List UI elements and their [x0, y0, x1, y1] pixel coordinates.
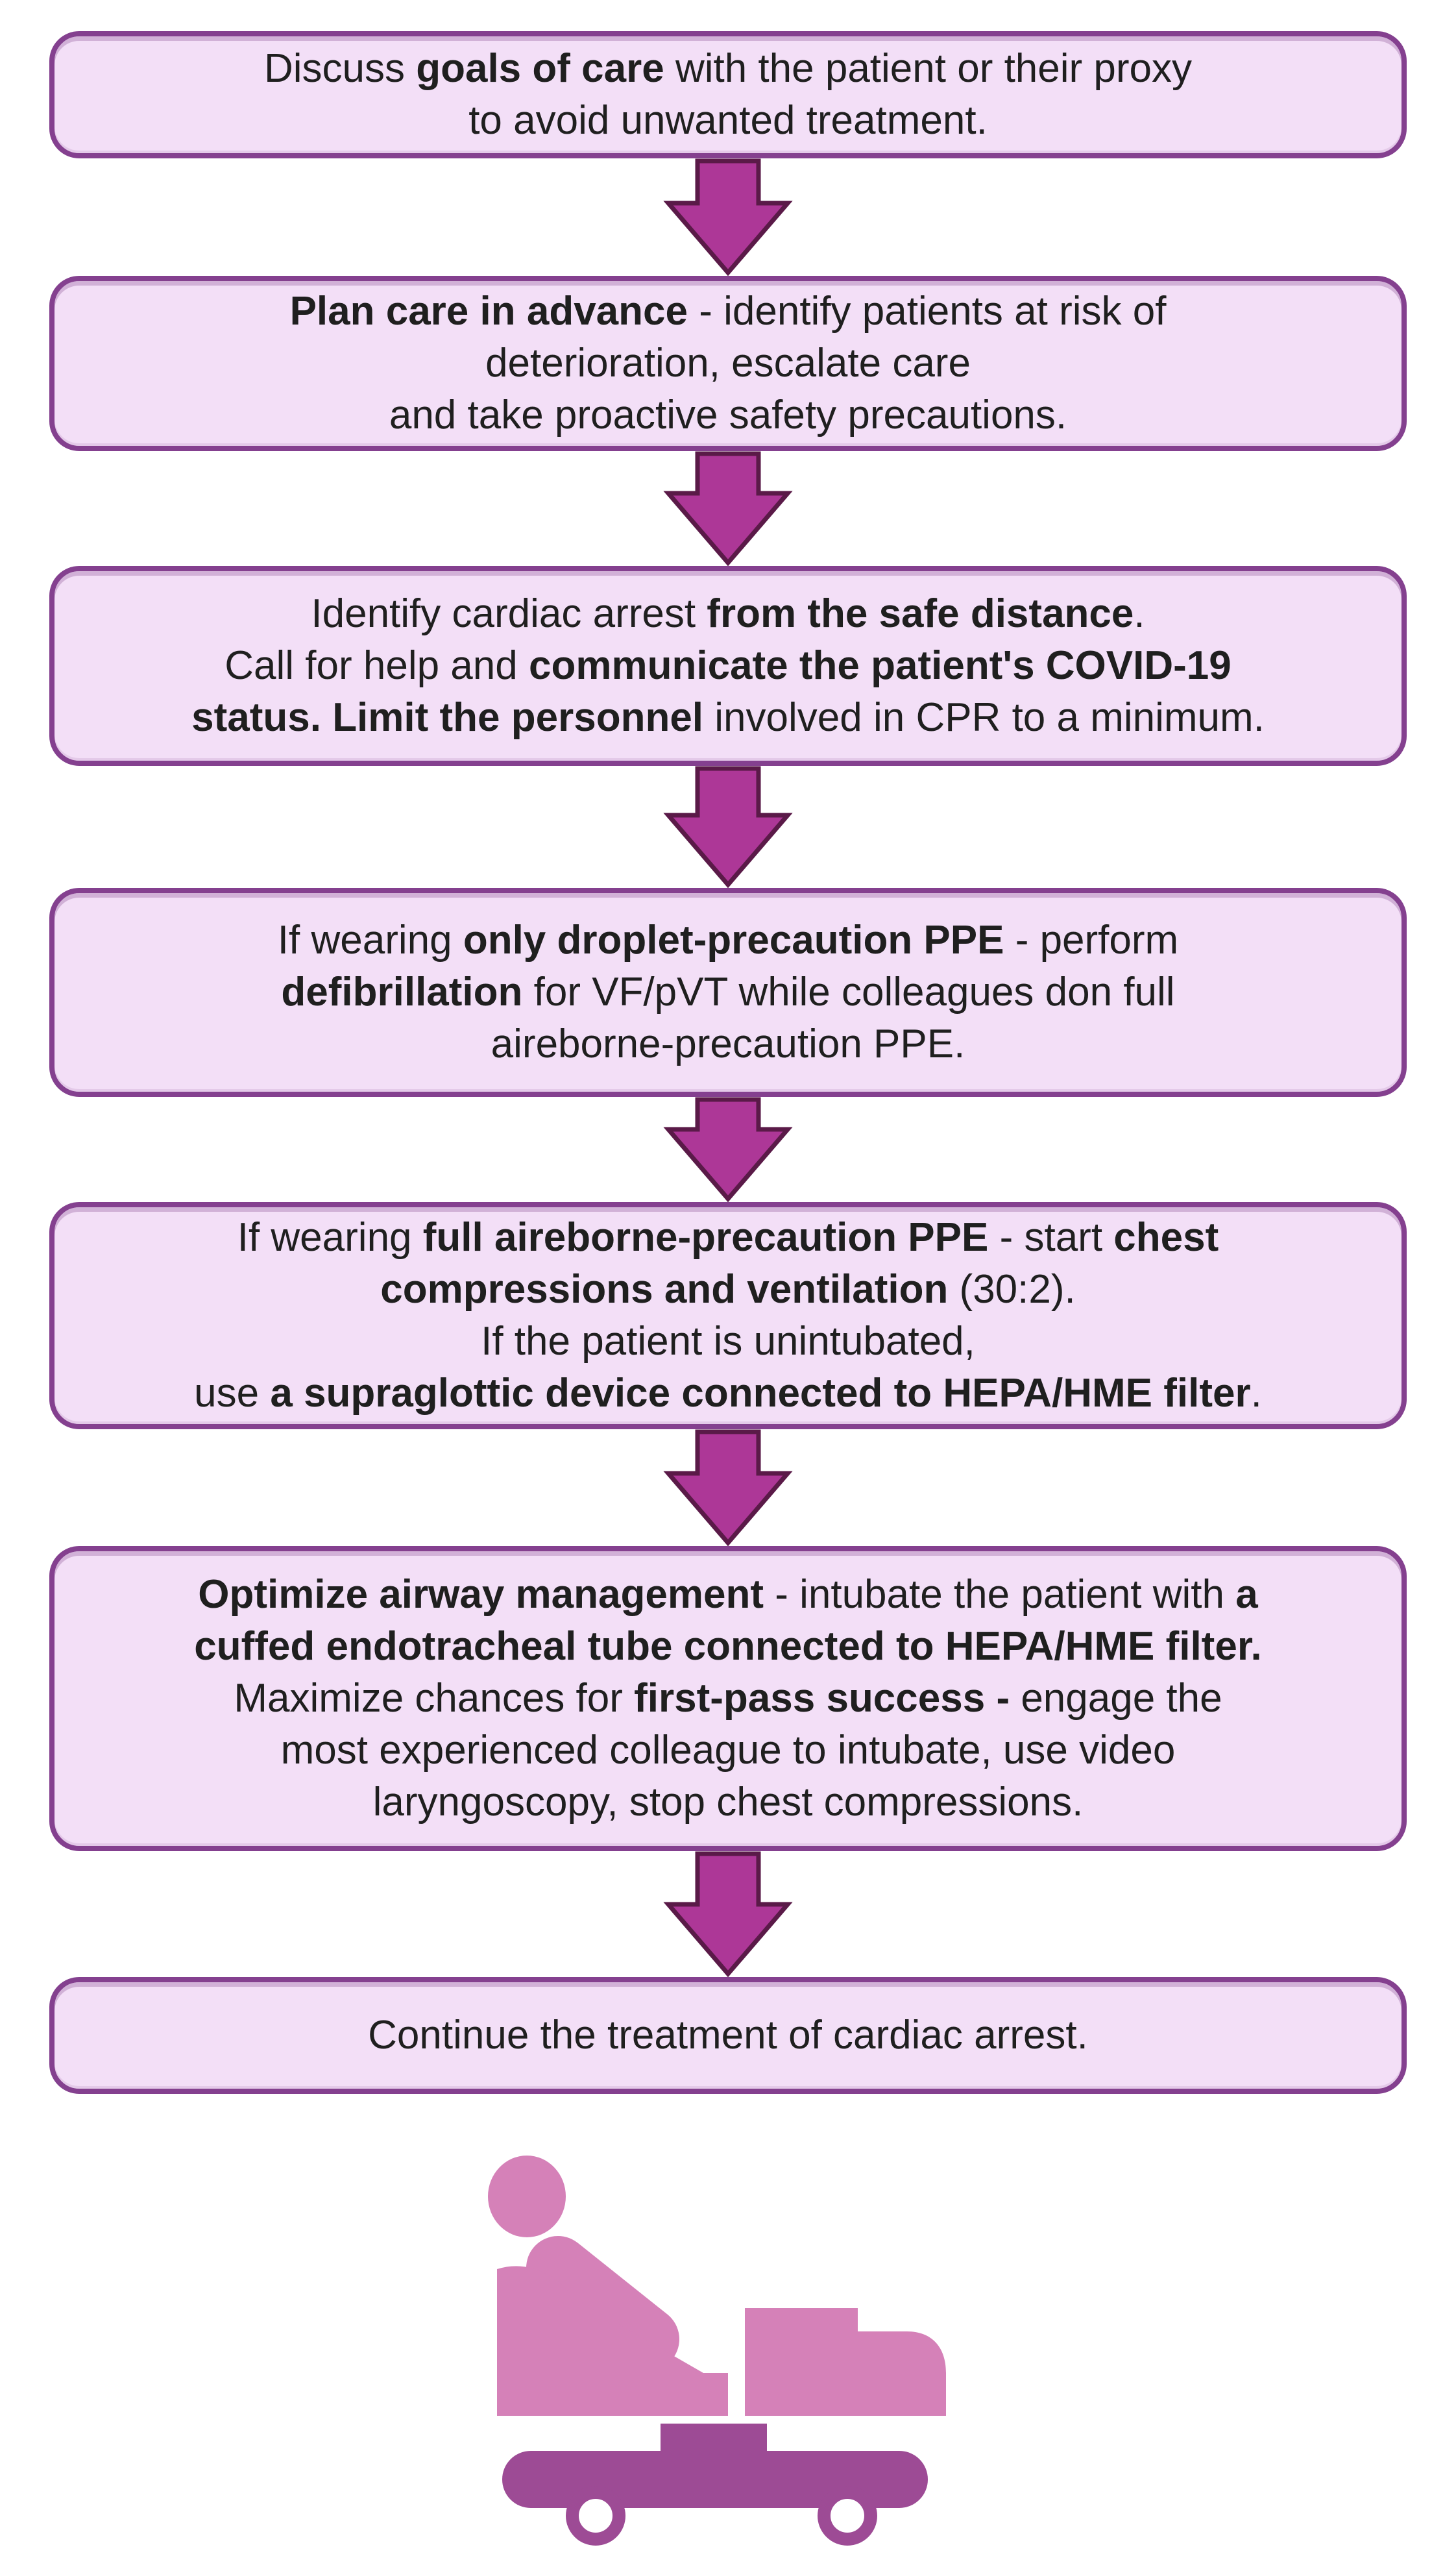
bed-wheel-left [566, 2486, 625, 2546]
flow-step-optimize-airway-management-line-2: cuffed endotracheal tube connected to HE… [194, 1624, 1262, 1669]
patient-in-hospital-bed-icon [488, 2156, 946, 2546]
flow-step-plan-care-in-advance-line-1: Plan care in advance - identify patients… [289, 289, 1167, 334]
flow-step-continue-treatment: Continue the treatment of cardiac arrest… [49, 1977, 1407, 2094]
patient-head [488, 2156, 566, 2237]
arrow-down-icon [663, 1429, 793, 1546]
arrow-down-icon [663, 451, 793, 566]
flow-step-droplet-precaution-defibrillation: If wearing only droplet-precaution PPE -… [49, 888, 1407, 1097]
flow-step-airborne-precaution-compressions-line-4: use a supraglottic device connected to H… [194, 1371, 1262, 1416]
flow-step-identify-cardiac-arrest-line-1: Identify cardiac arrest from the safe di… [311, 591, 1145, 636]
arrow-down-icon [663, 766, 793, 888]
arrow-down-icon [663, 158, 793, 276]
flow-step-identify-cardiac-arrest-line-3: status. Limit the personnel involved in … [191, 695, 1265, 740]
bed-foot-section [745, 2308, 946, 2416]
flow-step-droplet-precaution-defibrillation-line-1: If wearing only droplet-precaution PPE -… [277, 918, 1179, 963]
flow-step-airborne-precaution-compressions-line-3: If the patient is unintubated, [481, 1319, 975, 1364]
flow-step-identify-cardiac-arrest-line-2: Call for help and communicate the patien… [224, 643, 1232, 688]
flow-step-identify-cardiac-arrest: Identify cardiac arrest from the safe di… [49, 566, 1407, 766]
patient-torso [526, 2236, 679, 2371]
flow-step-droplet-precaution-defibrillation-line-2: defibrillation for VF/pVT while colleagu… [281, 970, 1175, 1014]
flow-step-discuss-goals-of-care-line-1: Discuss goals of care with the patient o… [263, 46, 1193, 91]
flow-step-plan-care-in-advance: Plan care in advance - identify patients… [49, 276, 1407, 451]
bed-backrest [497, 2266, 728, 2416]
arrow-down-icon [663, 1851, 793, 1977]
flow-step-optimize-airway-management-line-3: Maximize chances for first-pass success … [234, 1676, 1222, 1721]
flow-step-airborne-precaution-compressions-line-1: If wearing full aireborne-precaution PPE… [237, 1215, 1219, 1260]
flow-step-droplet-precaution-defibrillation-line-3: aireborne-precaution PPE. [491, 1022, 965, 1066]
flow-step-plan-care-in-advance-line-2: deterioration, escalate care [485, 341, 971, 386]
arrow-down-icon [663, 1097, 793, 1202]
flow-step-airborne-precaution-compressions: If wearing full aireborne-precaution PPE… [49, 1202, 1407, 1429]
flow-step-discuss-goals-of-care: Discuss goals of care with the patient o… [49, 31, 1407, 158]
flow-step-plan-care-in-advance-line-3: and take proactive safety precautions. [389, 393, 1067, 437]
flow-step-optimize-airway-management-line-1: Optimize airway management - intubate th… [198, 1572, 1258, 1617]
flow-step-optimize-airway-management-line-4: most experienced colleague to intubate, … [280, 1728, 1176, 1773]
flow-step-airborne-precaution-compressions-line-2: compressions and ventilation (30:2). [380, 1267, 1076, 1312]
bed-base-tab [661, 2424, 767, 2455]
flow-step-discuss-goals-of-care-line-2: to avoid unwanted treatment. [468, 98, 988, 143]
flow-step-continue-treatment-line-1: Continue the treatment of cardiac arrest… [368, 2013, 1088, 2058]
flow-step-optimize-airway-management: Optimize airway management - intubate th… [49, 1546, 1407, 1851]
flow-step-optimize-airway-management-line-5: laryngoscopy, stop chest compressions. [372, 1780, 1084, 1825]
bed-wheel-right [818, 2486, 877, 2546]
